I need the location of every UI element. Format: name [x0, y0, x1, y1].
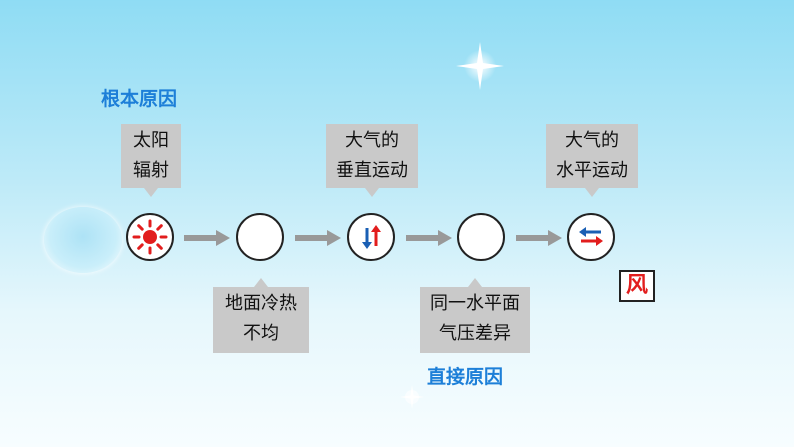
- sparkle-icon: [456, 42, 504, 90]
- decorative-bubble: [44, 207, 122, 273]
- node-vertical-motion: [347, 213, 395, 261]
- callout-line: 太阳: [133, 130, 169, 151]
- callout-line: 辐射: [133, 160, 169, 181]
- callout-line: 气压差异: [439, 323, 511, 344]
- callout-line: 同一水平面: [430, 293, 520, 314]
- callout-line: 大气的: [565, 130, 619, 151]
- callout-horizontal-motion: 大气的 水平运动: [546, 124, 638, 197]
- callout-line: 不均: [243, 323, 279, 344]
- sun-icon: [132, 219, 168, 255]
- callout-line: 垂直运动: [336, 160, 408, 181]
- callout-solar-radiation: 太阳 辐射: [121, 124, 181, 197]
- callout-uneven-heating: 地面冷热 不均: [213, 278, 309, 353]
- node-horizontal-motion: [567, 213, 615, 261]
- callout-line: 水平运动: [556, 160, 628, 181]
- callout-pressure-difference: 同一水平面 气压差异: [420, 278, 530, 353]
- flow-arrow: [406, 230, 452, 246]
- node-uneven-heating: [236, 213, 284, 261]
- vertical-arrows-icon: [362, 225, 381, 249]
- callout-vertical-motion: 大气的 垂直运动: [326, 124, 418, 197]
- flow-arrow: [516, 230, 562, 246]
- sparkle-icon: [400, 385, 424, 409]
- callout-line: 大气的: [345, 130, 399, 151]
- root-cause-label: 根本原因: [101, 88, 178, 110]
- result-wind-box: 风: [619, 270, 655, 302]
- node-solar: [126, 213, 174, 261]
- horizontal-arrows-icon: [579, 227, 603, 246]
- callout-line: 地面冷热: [225, 293, 297, 314]
- flow-arrow: [184, 230, 230, 246]
- node-pressure-difference: [457, 213, 505, 261]
- flow-arrow: [295, 230, 341, 246]
- direct-cause-label: 直接原因: [427, 366, 504, 388]
